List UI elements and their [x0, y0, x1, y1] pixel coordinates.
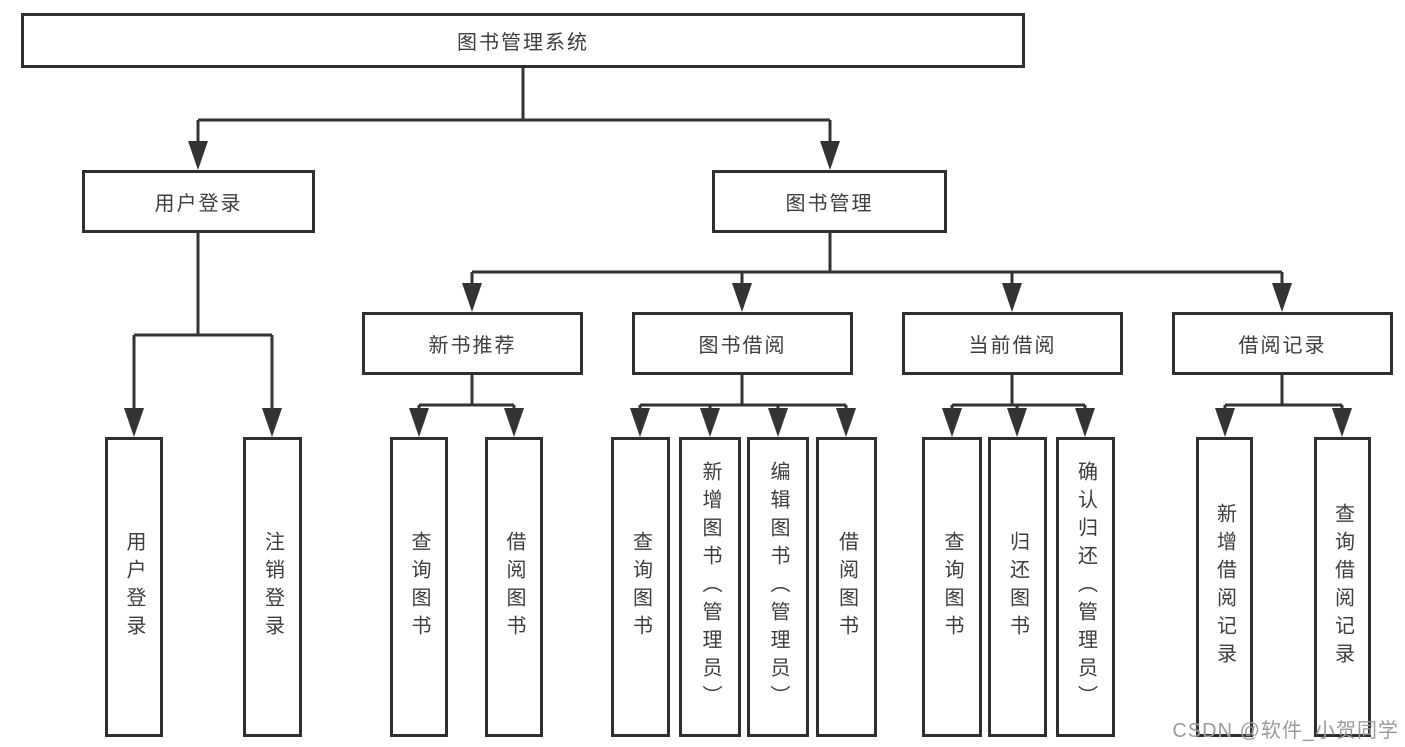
node-leaf-borrow-borrow: 借阅图书 — [816, 437, 877, 737]
node-leaf-record-query: 查询借阅记录 — [1314, 437, 1371, 737]
node-borrow-record-label: 借阅记录 — [1238, 335, 1327, 357]
node-root-label: 图书管理系统 — [457, 32, 589, 54]
node-leaf-user-login: 用户登录 — [105, 437, 163, 737]
node-leaf-current-return: 归还图书 — [988, 437, 1047, 737]
connector-new-book-rec — [409, 375, 524, 437]
node-leaf-borrow-add: 新增图书（管理员） — [679, 437, 741, 737]
node-user-login-label: 用户登录 — [154, 193, 243, 215]
node-borrow-record: 借阅记录 — [1172, 312, 1393, 375]
node-leaf-record-add: 新增借阅记录 — [1196, 437, 1253, 737]
node-leaf-current-return-label: 归还图书 — [1006, 531, 1029, 643]
connector-book-borrow — [630, 375, 856, 437]
connector-book-mgmt — [462, 233, 1292, 312]
node-leaf-borrow-edit: 编辑图书（管理员） — [747, 437, 809, 737]
connector-current-borrow — [942, 375, 1095, 437]
node-book-mgmt-label: 图书管理 — [785, 193, 874, 215]
connector-borrow-record — [1215, 375, 1352, 437]
node-leaf-current-confirm-label: 确认归还（管理员） — [1074, 461, 1097, 713]
node-leaf-newbook-borrow: 借阅图书 — [485, 437, 543, 737]
node-leaf-borrow-edit-label: 编辑图书（管理员） — [767, 461, 789, 713]
node-leaf-current-query: 查询图书 — [922, 437, 982, 737]
node-book-borrow-label: 图书借阅 — [698, 335, 787, 357]
connector-root — [188, 68, 840, 170]
node-leaf-newbook-borrow-label: 借阅图书 — [503, 531, 525, 643]
node-book-mgmt: 图书管理 — [712, 170, 947, 233]
node-current-borrow: 当前借阅 — [902, 312, 1123, 375]
node-leaf-borrow-add-label: 新增图书（管理员） — [699, 461, 721, 713]
node-leaf-user-login-label: 用户登录 — [123, 531, 145, 643]
node-current-borrow-label: 当前借阅 — [968, 335, 1057, 357]
node-leaf-newbook-query-label: 查询图书 — [408, 531, 430, 643]
node-leaf-current-query-label: 查询图书 — [941, 531, 963, 643]
node-leaf-borrow-query: 查询图书 — [611, 437, 670, 737]
node-leaf-newbook-query: 查询图书 — [390, 437, 448, 737]
node-user-login: 用户登录 — [82, 170, 315, 233]
node-book-borrow: 图书借阅 — [632, 312, 853, 375]
node-leaf-current-confirm: 确认归还（管理员） — [1056, 437, 1115, 737]
watermark: CSDN @软件_小贺同学 — [1172, 720, 1399, 742]
node-leaf-record-query-label: 查询借阅记录 — [1331, 503, 1354, 671]
node-leaf-record-add-label: 新增借阅记录 — [1213, 503, 1236, 671]
node-root: 图书管理系统 — [21, 13, 1025, 68]
connector-user-login — [124, 233, 282, 437]
node-new-book-rec: 新书推荐 — [362, 312, 583, 375]
node-leaf-logout: 注销登录 — [243, 437, 302, 737]
node-new-book-rec-label: 新书推荐 — [428, 335, 517, 357]
node-leaf-borrow-borrow-label: 借阅图书 — [835, 531, 858, 643]
node-leaf-borrow-query-label: 查询图书 — [629, 531, 652, 643]
node-leaf-logout-label: 注销登录 — [261, 531, 284, 643]
